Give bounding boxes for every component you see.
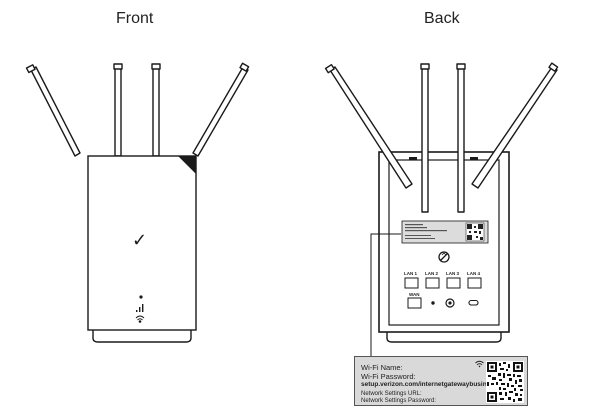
wifi-icon	[475, 360, 484, 368]
front-antennas	[25, 62, 250, 157]
antenna-outer-right	[192, 62, 250, 157]
front-view-title: Front	[116, 10, 154, 27]
lan-port-2[interactable]	[425, 277, 440, 289]
qr-code-icon	[486, 361, 524, 403]
label-callout: Wi-Fi Name: Wi-Fi Password: setup.verizo…	[354, 356, 528, 406]
wan-port[interactable]	[407, 297, 422, 309]
antenna-outer-right-back	[471, 62, 559, 189]
network-settings-url-label: Network Settings URL:	[361, 391, 422, 397]
antenna-outer-left	[25, 64, 81, 157]
signal-bars-icon	[136, 304, 144, 312]
front-body	[87, 155, 197, 343]
lan-1-label: LAN 1	[404, 271, 418, 276]
verizon-check-icon: ✓	[132, 230, 148, 251]
power-button-icon[interactable]	[445, 298, 455, 308]
antenna-inner-left-back	[420, 63, 430, 213]
power-dot-icon	[139, 295, 143, 299]
lan-port-1[interactable]	[404, 277, 419, 289]
lan-ports	[404, 277, 482, 309]
back-label-sticker	[401, 220, 489, 244]
back-view-title: Back	[424, 10, 460, 27]
wifi-password-label: Wi-Fi Password:	[361, 372, 416, 381]
setup-url-text: setup.verizon.com/internetgatewaybusines…	[361, 381, 498, 388]
back-router	[324, 62, 559, 343]
lan-4-label: LAN 4	[467, 271, 481, 276]
qr-code-icon	[467, 224, 483, 240]
antenna-inner-right	[151, 63, 161, 157]
no-fly-zone-icon	[438, 251, 450, 263]
antenna-outer-left-back	[324, 63, 413, 189]
network-settings-password-label: Network Settings Password:	[361, 398, 437, 404]
antenna-inner-right-back	[456, 63, 466, 213]
lan-3-label: LAN 3	[446, 271, 460, 276]
reset-button-icon[interactable]	[431, 301, 435, 305]
usb-c-port-icon[interactable]	[468, 299, 479, 306]
lan-port-4[interactable]	[467, 277, 482, 289]
back-antennas	[324, 62, 559, 213]
wan-label: WAN	[409, 292, 420, 297]
lan-2-label: LAN 2	[425, 271, 439, 276]
lan-port-3[interactable]	[446, 277, 461, 289]
antenna-inner-left	[113, 63, 123, 157]
wifi-icon	[135, 315, 145, 323]
wifi-name-label: Wi-Fi Name:	[361, 363, 403, 372]
front-router	[25, 62, 250, 343]
callout-leader-line	[370, 233, 401, 356]
back-housing	[378, 151, 510, 343]
